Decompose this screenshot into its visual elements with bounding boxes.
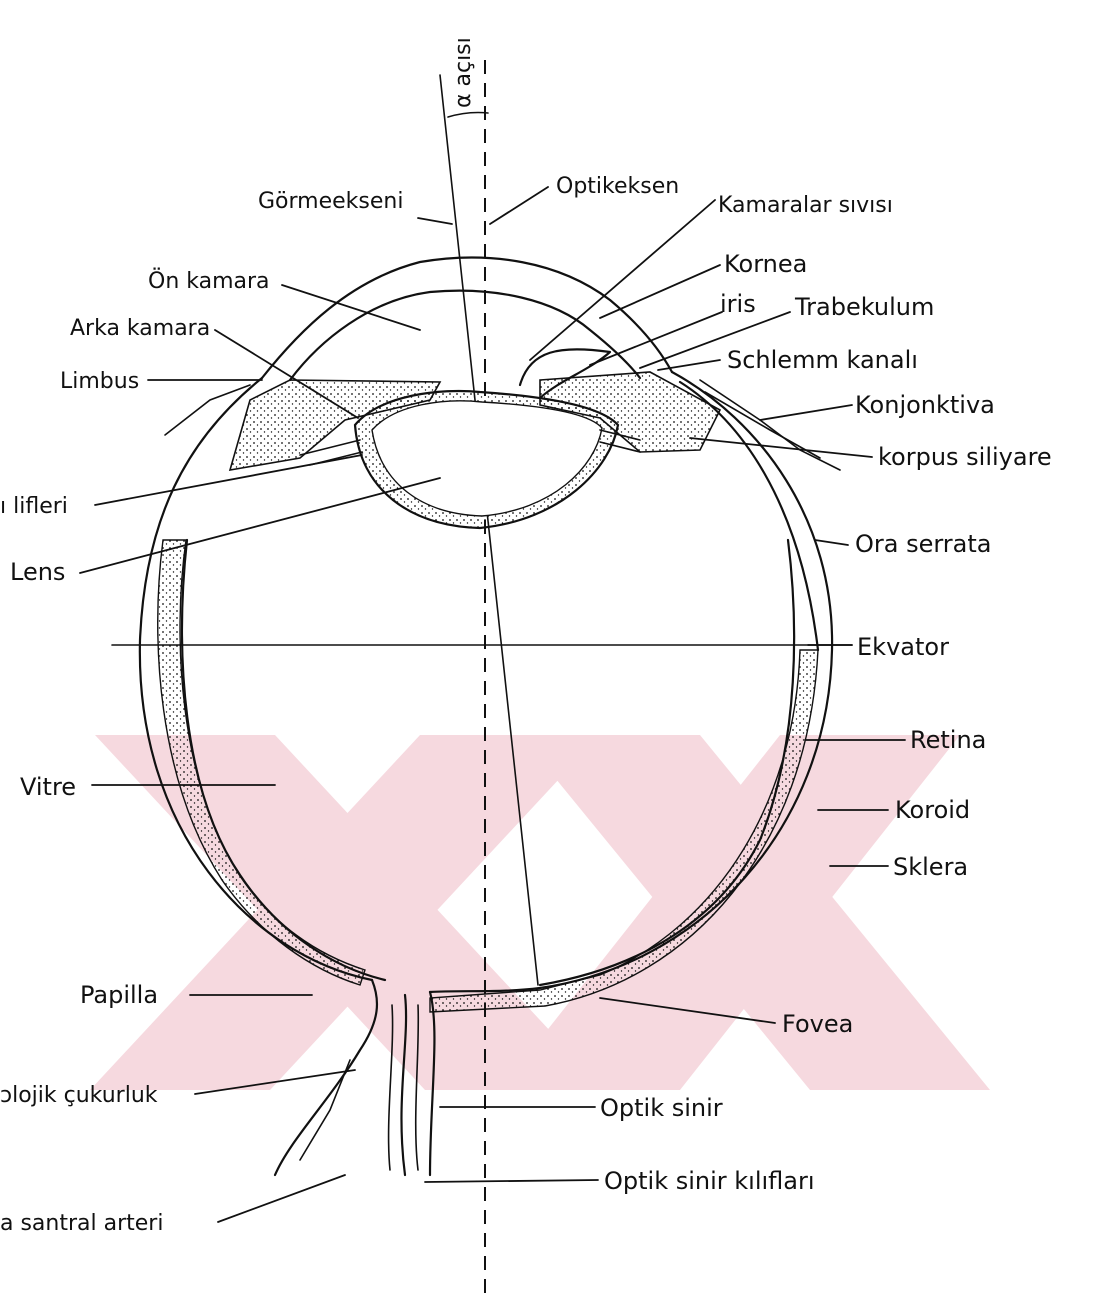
- label-kornea: Kornea: [724, 250, 807, 278]
- label-sklera: Sklera: [893, 853, 968, 881]
- label-konjonktiva: Konjonktiva: [855, 391, 995, 419]
- label-limbus: Limbus: [60, 369, 139, 394]
- label-kamaralar-sivisi: Kamaralar sıvısı: [718, 193, 893, 218]
- label-koroid: Koroid: [895, 796, 970, 824]
- watermark: [90, 735, 990, 1090]
- label-papilla: Papilla: [80, 981, 158, 1009]
- axes: [112, 60, 852, 1297]
- label-trabekulum: Trabekulum: [794, 293, 934, 321]
- label-schlemm-kanali: Schlemm kanalı: [727, 346, 918, 374]
- label-fovea: Fovea: [782, 1010, 853, 1038]
- label-lens: Lens: [10, 558, 65, 586]
- label-gorme-ekseni: Görmeekseni: [258, 189, 403, 214]
- label-korpus-siliyare: korpus siliyare: [878, 443, 1052, 471]
- label-optik-sinir-kiliflari: Optik sinir kılıfları: [604, 1167, 815, 1195]
- label-zonul-lifleri: ı lifleri: [0, 494, 68, 519]
- label-fizyolojik-cukurluk: ɔlojik çukurluk: [0, 1083, 158, 1108]
- label-ora-serrata: Ora serrata: [855, 530, 992, 558]
- label-iris: iris: [720, 290, 756, 318]
- label-on-kamara: Ön kamara: [148, 268, 270, 294]
- label-ekvator: Ekvator: [857, 633, 949, 661]
- label-vitre: Vitre: [20, 773, 76, 801]
- label-retina: Retina: [910, 726, 986, 754]
- label-arka-kamara: Arka kamara: [70, 316, 210, 341]
- label-santral-arter: a santral arteri: [0, 1211, 163, 1236]
- label-alpha-angle: α açısı: [451, 37, 476, 108]
- label-optik-sinir: Optik sinir: [600, 1094, 723, 1122]
- label-optik-eksen: Optikeksen: [556, 174, 679, 199]
- alpha-arc: [448, 113, 488, 118]
